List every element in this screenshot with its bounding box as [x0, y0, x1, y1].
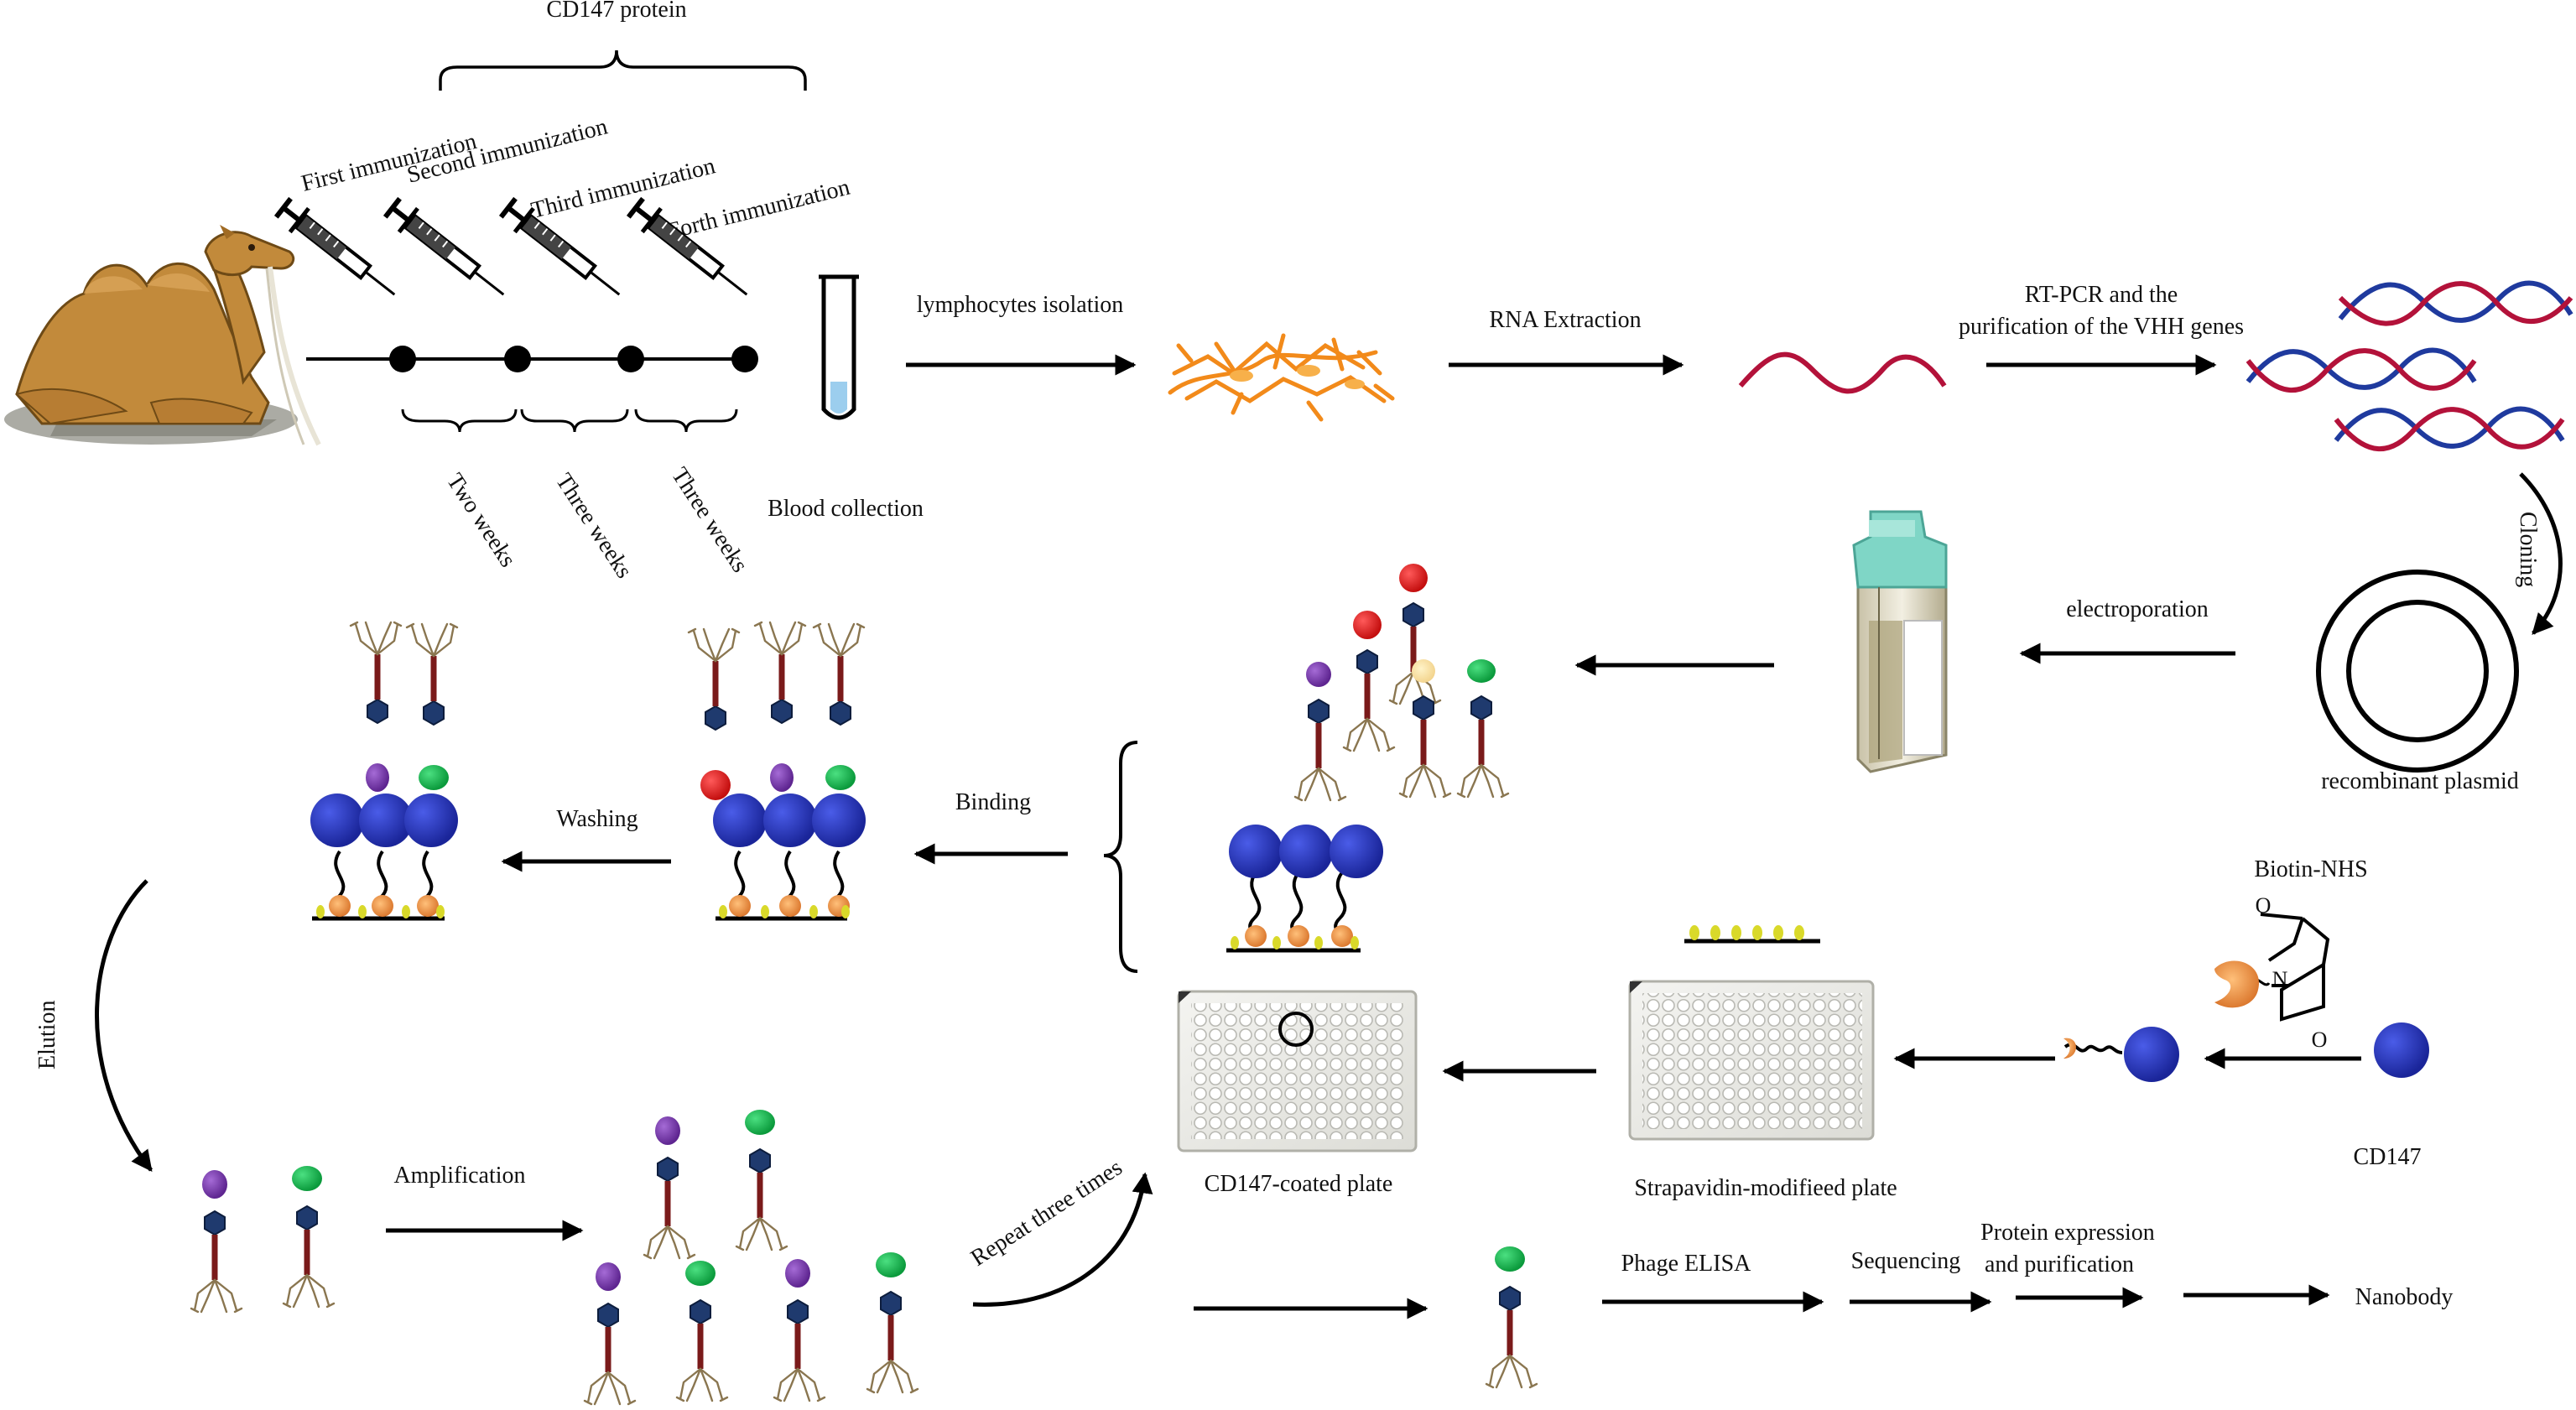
phage-library-icon — [1295, 564, 1508, 800]
cloning-arrow — [2519, 472, 2563, 635]
camel-illustration — [4, 225, 321, 446]
rt-pcr-label-line1: RT-PCR and the — [2025, 282, 2178, 308]
streptavidin-strip-icon — [1684, 925, 1820, 944]
electroporation-label: electroporation — [2066, 596, 2208, 622]
sequencing-label: Sequencing — [1851, 1248, 1961, 1274]
oxygen-atom-label: O — [2256, 893, 2272, 918]
electroporation-cuvette-icon — [1852, 510, 1948, 773]
biotinylated-cd147-icon — [2063, 1027, 2179, 1082]
eluted-phages-icon — [191, 1166, 334, 1312]
timepoint-dot — [617, 346, 644, 372]
syringe-icon — [382, 196, 505, 296]
lymphocyte-cells-icon — [1168, 333, 1395, 422]
lymphocytes-isolation-label: lymphocytes isolation — [917, 292, 1124, 318]
vhh-red — [1353, 611, 1382, 639]
washed-complex-icon — [310, 622, 458, 921]
dna-helix-icon — [2334, 406, 2565, 451]
elution-arrow — [94, 879, 153, 1172]
selected-well-marker — [1278, 1012, 1314, 1047]
timepoint-dot — [389, 346, 416, 372]
recombinant-plasmid-icon — [2316, 570, 2519, 773]
vhh-pale — [1412, 659, 1435, 683]
timepoint-dot — [731, 346, 758, 372]
cd147-coated-well-icon — [1226, 825, 1383, 953]
interval-label: Two weeks — [441, 469, 521, 572]
cd147-label: CD147 — [2354, 1144, 2422, 1170]
elution-label: Elution — [34, 1001, 60, 1069]
recombinant-plasmid-label: recombinant plasmid — [2321, 768, 2519, 794]
repeat-three-times-label: Repeat three times — [966, 1154, 1127, 1271]
interval-label: Three weeks — [550, 469, 637, 583]
streptavidin-plate-label: Strapavidin-modifieed plate — [1634, 1175, 1897, 1201]
protein-expression-label-line1: Protein expression — [1980, 1220, 2155, 1246]
cloning-label: Cloning — [2515, 512, 2541, 587]
washing-label: Washing — [556, 806, 637, 832]
oxygen-atom-label: O — [2312, 1028, 2328, 1052]
dna-helix-icon — [2246, 347, 2477, 393]
selected-phage-icon — [1486, 1246, 1537, 1387]
rna-strand-icon — [1738, 351, 1947, 394]
phage-elisa-label: Phage ELISA — [1621, 1251, 1752, 1277]
amplification-label: Amplification — [393, 1163, 525, 1189]
rna-extraction-label: RNA Extraction — [1489, 307, 1641, 333]
interval-label: Three weeks — [666, 463, 752, 577]
binding-complex-icon — [689, 622, 866, 921]
nanobody-label: Nanobody — [2355, 1284, 2454, 1310]
cd147-coated-plate-label: CD147-coated plate — [1205, 1171, 1393, 1197]
rt-pcr-label-line2: purification of the VHH genes — [1959, 314, 2244, 340]
cd147-coated-plate-icon — [1177, 990, 1418, 1152]
syringe-icon — [626, 196, 748, 296]
biotin-nhs-structure-icon: O N O — [2214, 893, 2330, 1052]
syringe-icon — [498, 196, 621, 296]
forth-immunization-label: Forth immunization — [664, 174, 852, 245]
timepoint-dot — [504, 346, 531, 372]
streptavidin-plate-icon — [1628, 980, 1875, 1141]
cd147-protein-label: CD147 protein — [546, 0, 686, 23]
repeat-arrow — [972, 1172, 1153, 1307]
vhh-red — [1399, 564, 1428, 592]
dna-helix-icon — [2338, 280, 2573, 326]
amplified-phages-icon — [585, 1110, 918, 1404]
syringe-icon — [273, 196, 396, 296]
selection-bracket — [1103, 741, 1138, 973]
vhh-green — [1467, 659, 1496, 683]
blood-collection-label: Blood collection — [768, 496, 924, 522]
binding-label: Binding — [955, 789, 1031, 815]
test-tube-icon — [819, 274, 859, 420]
vhh-purple — [1306, 662, 1331, 687]
biotin-nhs-label: Biotin-NHS — [2254, 856, 2367, 882]
nitrogen-atom-label: N — [2272, 967, 2288, 991]
protein-expression-label-line2: and purification — [1985, 1251, 2134, 1277]
cd147-bead — [2374, 1022, 2429, 1078]
